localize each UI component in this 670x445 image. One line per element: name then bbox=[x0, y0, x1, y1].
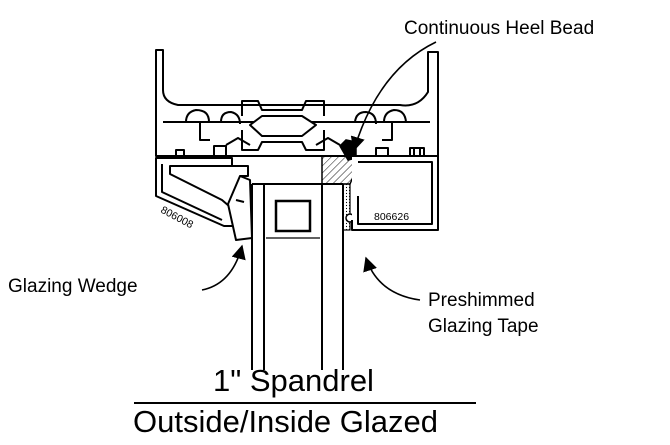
mullion-extrusion bbox=[155, 49, 439, 157]
left-adaptor-806008 bbox=[155, 157, 249, 227]
leader-preshimmed-tape bbox=[363, 256, 421, 301]
title-divider bbox=[134, 402, 476, 404]
glazing-wedge bbox=[227, 175, 253, 241]
label-glazing-tape: Glazing Tape bbox=[428, 316, 539, 337]
preshimmed-glazing-tape bbox=[342, 183, 351, 231]
label-preshimmed: Preshimmed bbox=[428, 290, 535, 311]
spandrel-panel bbox=[251, 183, 344, 370]
label-continuous-heel-bead: Continuous Heel Bead bbox=[404, 18, 595, 39]
right-extrusion-806626 bbox=[351, 147, 439, 231]
diagram-title: 1" Spandrel bbox=[213, 363, 374, 398]
leader-glazing-wedge bbox=[201, 244, 246, 291]
diagram-subtitle: Outside/Inside Glazed bbox=[133, 404, 439, 439]
leader-heel-bead bbox=[350, 41, 437, 152]
part-number-806626: 806626 bbox=[374, 211, 409, 223]
label-glazing-wedge: Glazing Wedge bbox=[8, 276, 138, 297]
